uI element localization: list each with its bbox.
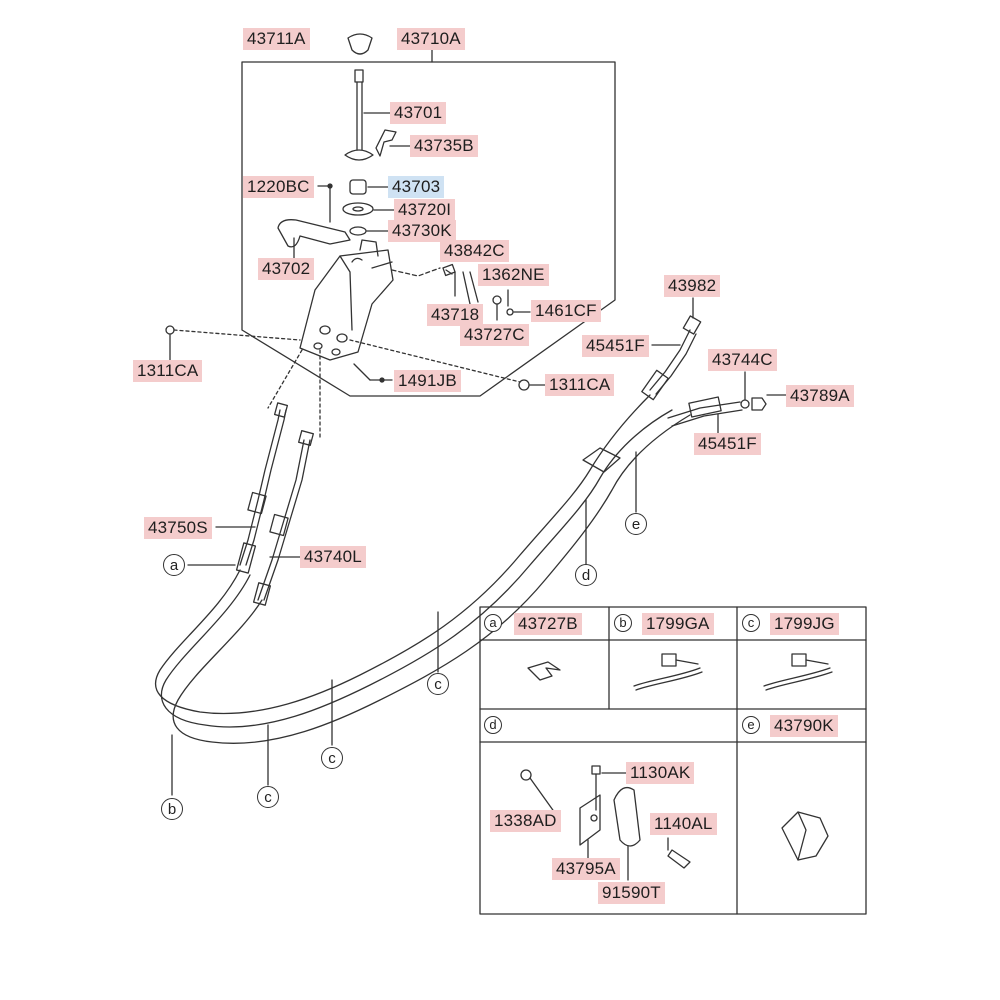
plate-43720i bbox=[342, 202, 374, 216]
nut-1311ca-right bbox=[518, 379, 530, 391]
legend-b-part: 1799GA bbox=[642, 613, 714, 635]
label-1311ca-right: 1311CA bbox=[545, 374, 615, 396]
label-43711a: 43711A bbox=[243, 28, 310, 50]
bushing-43703 bbox=[349, 179, 367, 195]
label-43982: 43982 bbox=[664, 275, 721, 297]
band-clamp bbox=[582, 447, 621, 473]
label-1362ne: 1362NE bbox=[478, 264, 549, 286]
cable-43750s bbox=[235, 402, 289, 574]
label-43842c: 43842C bbox=[440, 240, 509, 262]
label-43735b: 43735B bbox=[410, 135, 478, 157]
label-1461cf: 1461CF bbox=[531, 300, 601, 322]
legend-d-91590t: 91590T bbox=[598, 882, 665, 904]
legend-d-1140al: 1140AL bbox=[650, 813, 717, 835]
cable-loop bbox=[155, 394, 691, 744]
arm-43702 bbox=[277, 219, 351, 248]
shift-lever-rod bbox=[344, 69, 374, 161]
label-1220bc: 1220BC bbox=[243, 176, 314, 198]
label-43740l: 43740L bbox=[300, 546, 366, 568]
legend-d-bracket bbox=[520, 765, 691, 869]
label-43710a: 43710A bbox=[397, 28, 465, 50]
label-43744c: 43744C bbox=[708, 349, 777, 371]
label-43702: 43702 bbox=[258, 258, 315, 280]
legend-d-1130ak: 1130AK bbox=[626, 762, 695, 784]
label-43789a: 43789A bbox=[786, 385, 854, 407]
legend-c-letter: c bbox=[742, 614, 760, 632]
ring-43730k bbox=[349, 226, 367, 236]
legend-d-letter: d bbox=[484, 716, 502, 734]
label-45451f-top: 45451F bbox=[582, 335, 649, 357]
legend-table bbox=[479, 606, 867, 915]
legend-a-letter: a bbox=[484, 614, 502, 632]
label-43718: 43718 bbox=[427, 304, 484, 326]
legend-d-43795a: 43795A bbox=[552, 858, 620, 880]
legend-a-clip bbox=[527, 661, 561, 681]
legend-e-letter: e bbox=[742, 716, 760, 734]
label-43730k: 43730K bbox=[388, 220, 456, 242]
cable-43740l bbox=[252, 430, 314, 606]
legend-d-1338ad: 1338AD bbox=[490, 810, 561, 832]
callout-d: d bbox=[575, 564, 597, 586]
callout-e: e bbox=[625, 513, 647, 535]
cable-end-45451f bbox=[667, 396, 767, 427]
legend-b-tie bbox=[633, 653, 703, 691]
shifter-housing bbox=[299, 239, 394, 361]
callout-c-2: c bbox=[321, 747, 343, 769]
shift-knob bbox=[347, 33, 373, 55]
legend-c-part: 1799JG bbox=[770, 613, 839, 635]
legend-a-part: 43727B bbox=[514, 613, 582, 635]
label-1491jb: 1491JB bbox=[394, 370, 461, 392]
label-45451f-bottom: 45451F bbox=[694, 433, 761, 455]
callout-b: b bbox=[161, 798, 183, 820]
nut-1311ca-left bbox=[165, 325, 175, 335]
callout-a: a bbox=[163, 554, 185, 576]
assembly-box-outline bbox=[241, 61, 616, 397]
cable-end-43982 bbox=[641, 315, 702, 401]
legend-c-tie bbox=[763, 653, 833, 691]
label-43750s: 43750S bbox=[144, 517, 212, 539]
label-1311ca-left: 1311CA bbox=[133, 360, 203, 382]
label-43703: 43703 bbox=[388, 176, 445, 198]
label-43701: 43701 bbox=[390, 102, 447, 124]
label-43720i: 43720I bbox=[394, 199, 456, 221]
legend-b-letter: b bbox=[614, 614, 632, 632]
clip-43735b bbox=[375, 129, 397, 157]
label-43727c: 43727C bbox=[460, 324, 529, 346]
callout-c-1: c bbox=[257, 786, 279, 808]
callout-c-3: c bbox=[427, 673, 449, 695]
legend-e-part: 43790K bbox=[770, 715, 838, 737]
